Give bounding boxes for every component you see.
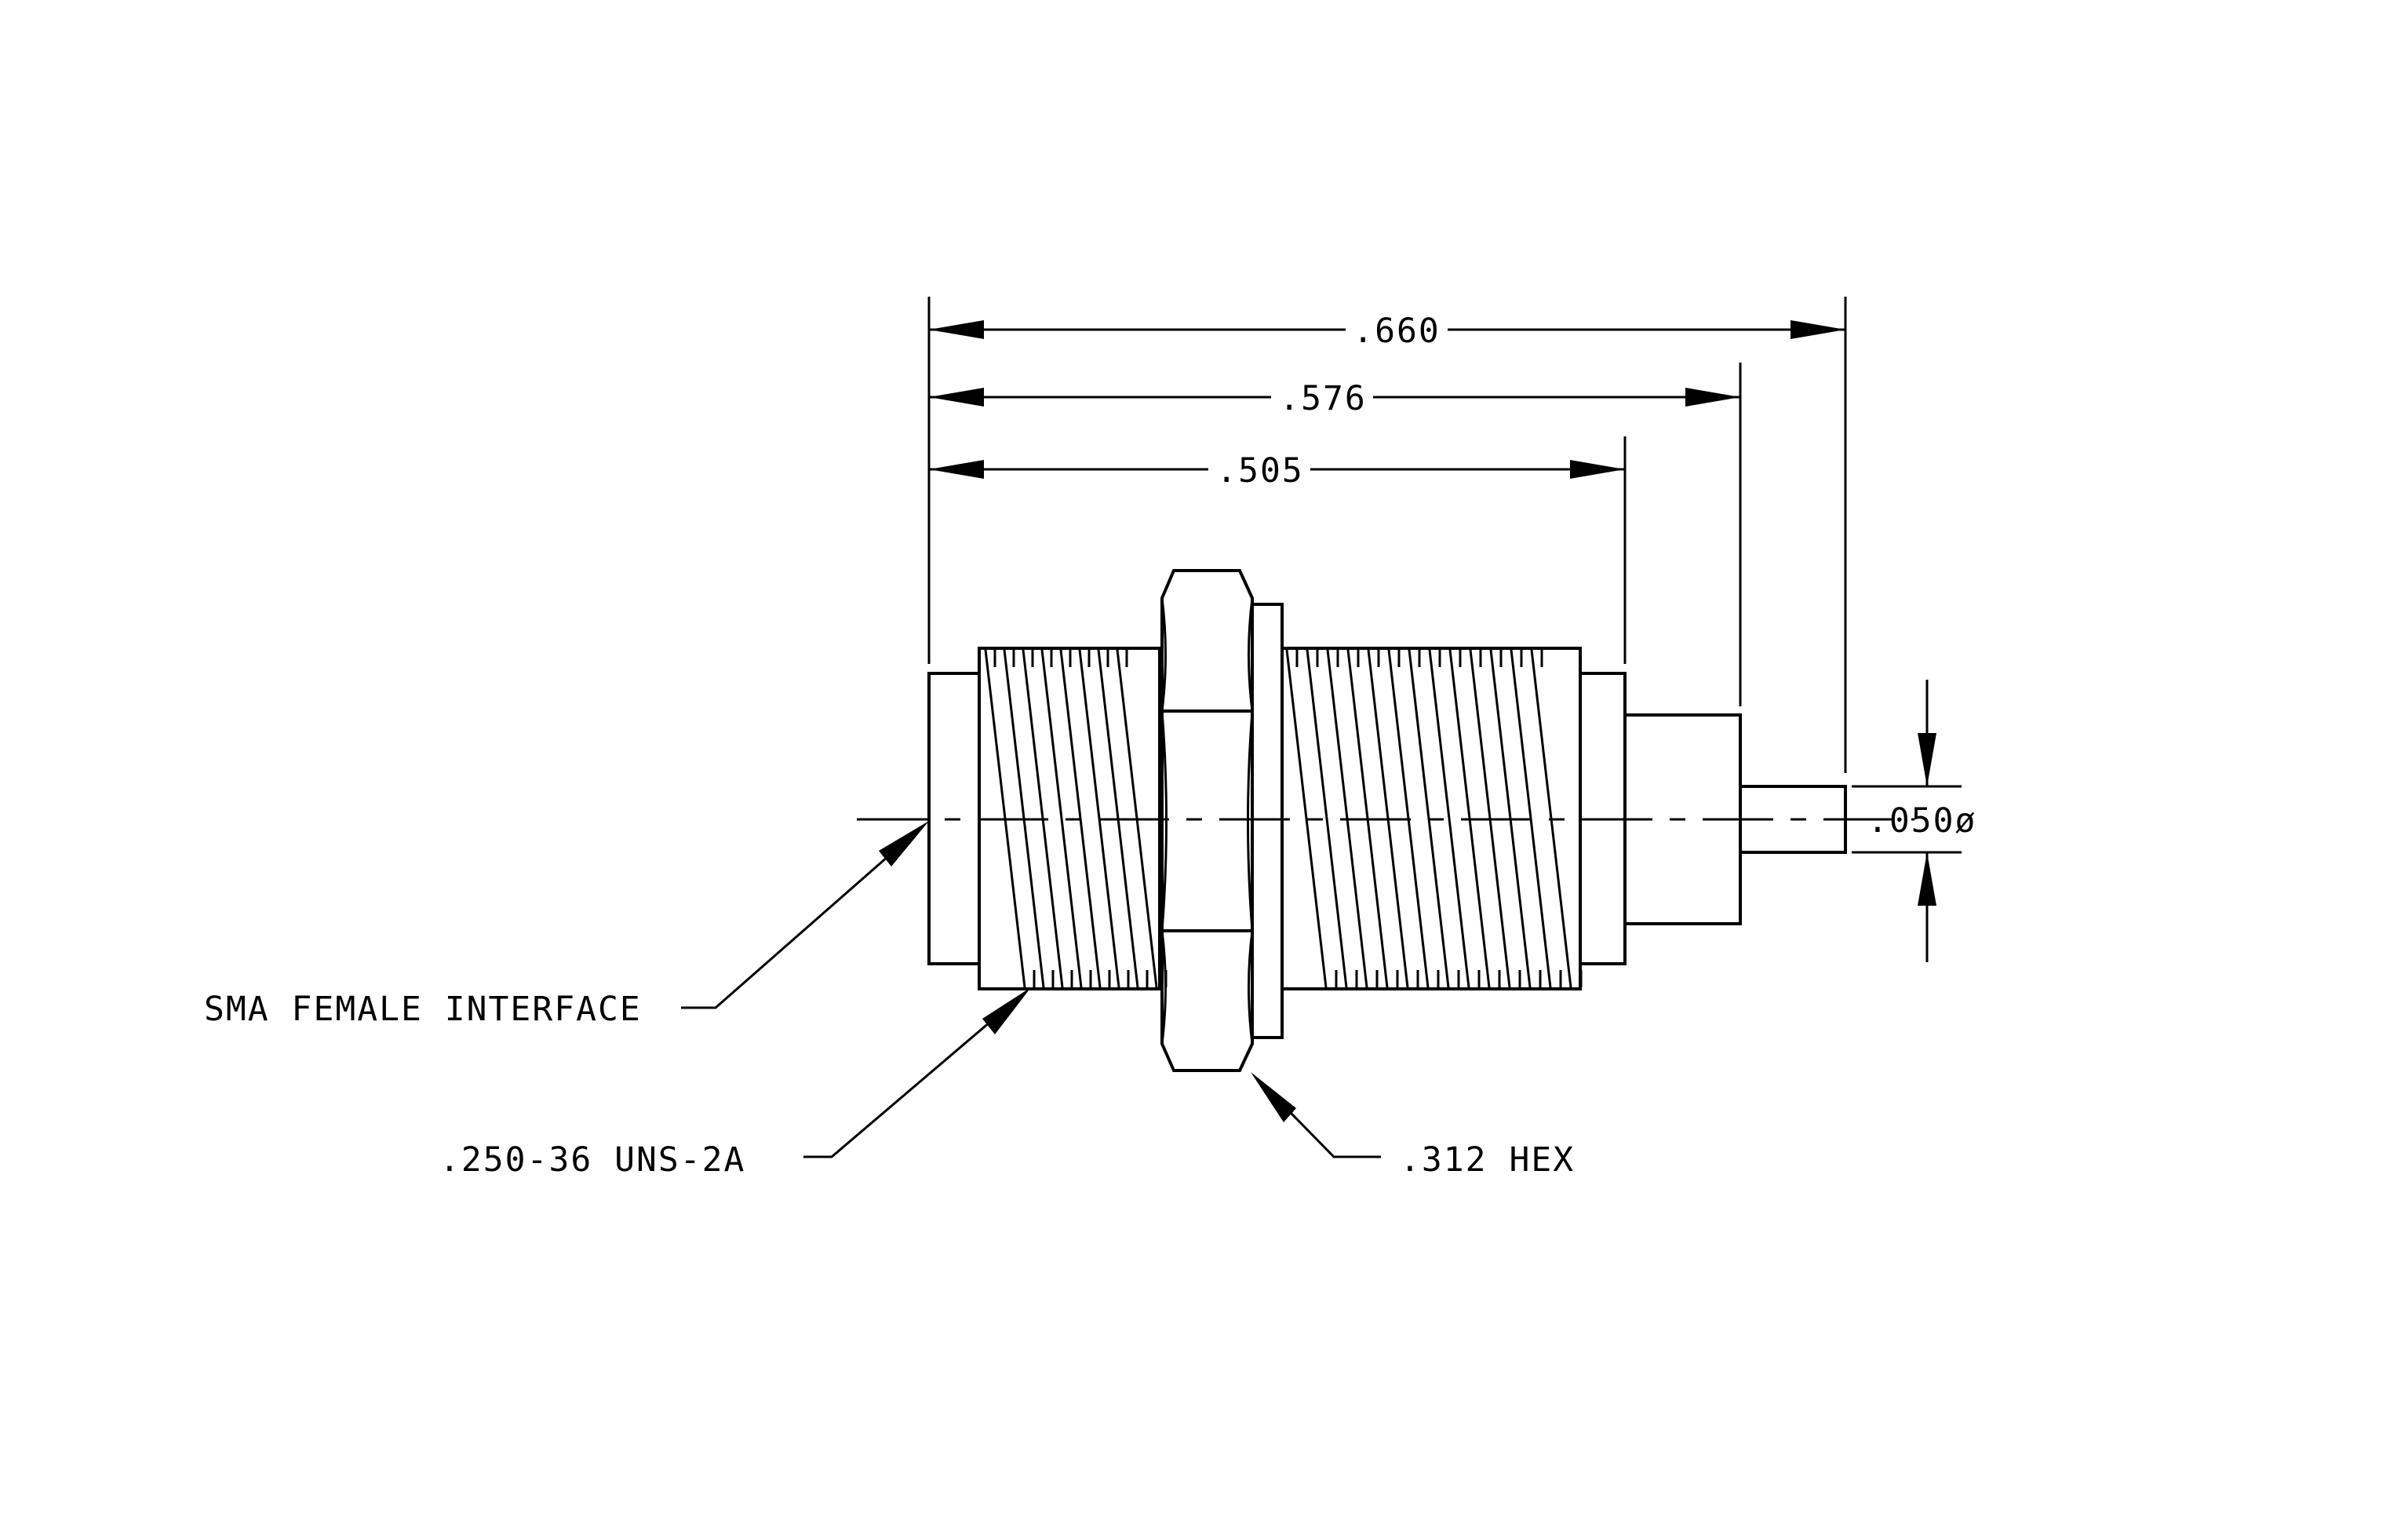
thread-line xyxy=(1428,649,1470,988)
thread-line xyxy=(1040,649,1083,988)
dimension-pin-diameter: .050ø xyxy=(1852,680,1976,962)
dimension-pin-diameter-label: .050ø xyxy=(1867,801,1976,841)
extension-lines xyxy=(927,297,1847,773)
dimension-overall-length: .660 xyxy=(929,312,1845,351)
callout-thread-label: .250-36 UNS-2A xyxy=(439,1140,745,1180)
dimension-thread-length: .505 xyxy=(929,451,1625,491)
hex-nut xyxy=(1160,569,1254,1072)
callout-hex-label: .312 HEX xyxy=(1400,1140,1575,1180)
dimension-thread-length-label: .505 xyxy=(1216,451,1304,491)
dimension-overall-length-label: .660 xyxy=(1353,312,1441,351)
callout-interface-label: SMA FEMALE INTERFACE xyxy=(204,990,642,1029)
dimension-body-length: .576 xyxy=(929,379,1740,418)
thread-line xyxy=(1306,649,1348,988)
thread-line xyxy=(1285,649,1328,988)
callout-interface: SMA FEMALE INTERFACE xyxy=(204,821,929,1029)
callout-thread: .250-36 UNS-2A xyxy=(439,987,1031,1180)
callout-hex: .312 HEX xyxy=(1251,1072,1575,1180)
lock-washer xyxy=(1251,603,1284,1039)
dimension-body-length-label: .576 xyxy=(1279,379,1367,418)
